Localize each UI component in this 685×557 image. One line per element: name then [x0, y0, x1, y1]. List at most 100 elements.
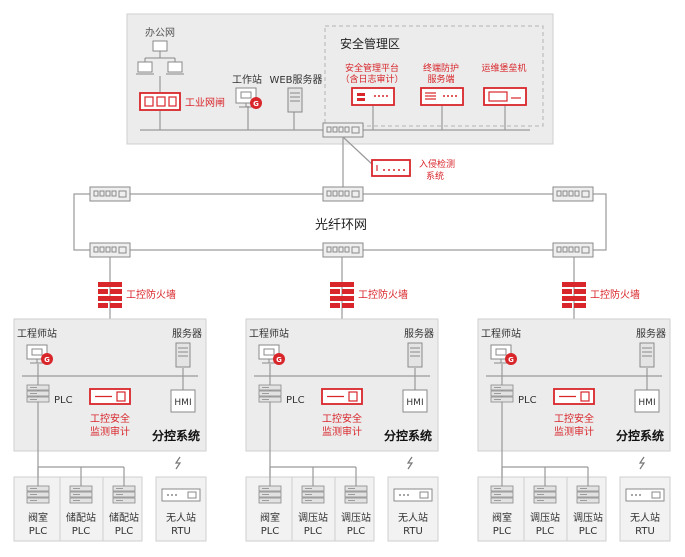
- ids-link-line: [342, 136, 374, 166]
- server-icon: [407, 342, 423, 368]
- firewall-brick: [98, 282, 122, 287]
- audit-window: [580, 391, 590, 402]
- wireless-link-icon: [406, 456, 414, 470]
- audit-device-icon: [89, 388, 131, 405]
- field-device-name: 调压站: [573, 511, 603, 524]
- engineer-station-label: 工程师站: [481, 327, 521, 340]
- rtu-type: RTU: [403, 526, 423, 537]
- server-unit: [26, 485, 50, 492]
- workstation-g-badge: G: [253, 100, 259, 108]
- field-plc-icon: [69, 485, 93, 504]
- server-unit: [258, 491, 282, 498]
- top-drop-lines: [159, 76, 506, 130]
- engineer-station-icon: [258, 344, 285, 365]
- audit-device-icon: [553, 388, 595, 405]
- firewall-brick: [562, 296, 586, 301]
- rtu-icon: [161, 488, 201, 502]
- firewall-icon: [98, 282, 122, 308]
- firewall-brick: [98, 289, 108, 294]
- field-plc-icon: [344, 485, 368, 504]
- web-server-label: WEB服务器: [269, 73, 322, 86]
- branch-system-label: 分控系统: [152, 428, 200, 443]
- server-unit: [576, 485, 600, 492]
- endpoint-protection-icon: [420, 87, 464, 106]
- firewall-brick: [574, 303, 586, 308]
- management-zone: [126, 13, 554, 145]
- firewall-icon: [562, 282, 586, 308]
- plc-label: PLC: [286, 395, 305, 406]
- rtu-led: [631, 494, 633, 496]
- server-unit: [258, 390, 282, 397]
- server-unit: [490, 384, 514, 391]
- firewall-brick: [330, 289, 340, 294]
- branch-system-label: 分控系统: [616, 428, 664, 443]
- security-management-zone: [324, 25, 544, 127]
- wireless-link-icon: [638, 456, 646, 470]
- server-unit: [576, 497, 600, 504]
- rtu-name: 无人站: [166, 511, 196, 524]
- monitor-screen: [263, 348, 275, 356]
- field-device-name: 阀室: [492, 511, 512, 524]
- server-unit: [69, 485, 93, 492]
- rtu-zone: [619, 476, 671, 542]
- rtu-type: RTU: [635, 526, 655, 537]
- g-badge-icon: [250, 97, 262, 109]
- field-device-type: PLC: [29, 526, 48, 537]
- firewall-label: 工控防火墙: [590, 288, 640, 301]
- ring-switch-icon: [322, 242, 364, 258]
- ids-label-line2: 系统: [426, 170, 444, 182]
- ring-switch-icon: [552, 242, 594, 258]
- hmi-label: HMI: [406, 398, 423, 408]
- firewall-brick: [110, 289, 122, 294]
- server-unit: [344, 497, 368, 504]
- workstation-label: 工作站: [232, 73, 262, 86]
- field-device-name: 阀室: [28, 511, 48, 524]
- ids-label-line1: 入侵检测: [419, 158, 455, 170]
- rtu-port: [419, 491, 429, 499]
- security-platform-label-line1: 安全管理平台: [345, 62, 399, 74]
- field-device-type: PLC: [493, 526, 512, 537]
- server-unit: [576, 491, 600, 498]
- field-device-name: 储配站: [66, 511, 96, 524]
- endpoint-protection-label-line2: 服务端: [427, 73, 454, 85]
- server-unit: [69, 497, 93, 504]
- server-icon: [175, 342, 191, 368]
- field-device-type: PLC: [115, 526, 134, 537]
- server-unit: [26, 497, 50, 504]
- server-body: [639, 342, 655, 368]
- engineer-station-icon: [490, 344, 517, 365]
- hmi-label: HMI: [638, 398, 655, 408]
- g-badge-icon: [273, 353, 285, 365]
- server-body: [175, 342, 191, 368]
- server-unit: [490, 390, 514, 397]
- firewall-icon: [330, 282, 354, 308]
- field-plc-icon: [258, 485, 282, 504]
- firewall-label: 工控防火墙: [358, 288, 408, 301]
- server-label: 服务器: [172, 327, 202, 340]
- firewall-brick: [562, 289, 572, 294]
- server-unit: [26, 390, 50, 397]
- field-plc-icon: [112, 485, 136, 504]
- web-server-icon: [287, 87, 303, 113]
- field-device-type: PLC: [72, 526, 91, 537]
- field-device-name: 调压站: [341, 511, 371, 524]
- firewall-brick: [562, 282, 586, 287]
- rtu-led: [407, 494, 409, 496]
- rtu-led: [171, 494, 173, 496]
- engineer-station-icon: [26, 344, 53, 365]
- firewall-brick: [330, 282, 354, 287]
- field-device-name: 阀室: [260, 511, 280, 524]
- industrial-gateway-label: 工业网闸: [185, 96, 225, 109]
- server-unit: [490, 485, 514, 492]
- field-device-type: PLC: [579, 526, 598, 537]
- monitor-screen: [31, 348, 43, 356]
- rtu-led: [399, 494, 401, 496]
- firewall-brick: [342, 289, 354, 294]
- hmi-label: HMI: [174, 398, 191, 408]
- engineer-station-g-badge: G: [276, 356, 282, 364]
- firewall-label: 工控防火墙: [126, 288, 176, 301]
- field-plc-icon: [576, 485, 600, 504]
- rtu-type: RTU: [171, 526, 191, 537]
- security-platform-icon: [351, 87, 395, 106]
- ring-switches: [89, 186, 594, 258]
